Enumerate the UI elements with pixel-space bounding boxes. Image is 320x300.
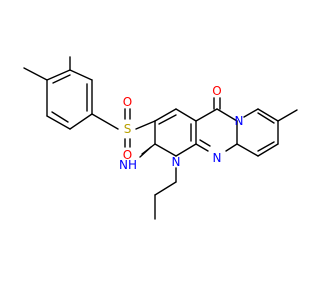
bond: [195, 108, 218, 122]
sulfonyl-oxygen-bottom: O: [123, 148, 132, 162]
carbonyl-oxygen: O: [212, 84, 221, 98]
molecule-structure-diagram: S O O O N N N NH: [0, 0, 300, 300]
bond: [257, 141, 275, 152]
bond: [46, 69, 71, 81]
bond: [199, 139, 211, 147]
bond: [175, 108, 197, 122]
bond: [225, 143, 238, 152]
background: [0, 0, 300, 300]
bond: [69, 69, 93, 81]
bond: [158, 114, 177, 125]
ring-nitrogen-right: N: [235, 114, 244, 128]
sulfonyl-oxygen-top: O: [123, 95, 132, 109]
ring-nitrogen-center: N: [213, 151, 222, 165]
bond: [257, 108, 279, 122]
bond: [243, 108, 259, 118]
bond: [277, 109, 298, 122]
sulfur-atom: S: [124, 122, 132, 136]
ring-nitrogen-left: N: [172, 155, 181, 169]
bond: [135, 120, 156, 130]
bond: [195, 143, 209, 152]
bond: [216, 108, 238, 122]
bond: [257, 143, 279, 157]
bond: [23, 67, 48, 81]
bond: [154, 108, 177, 122]
atom-labels: S O O O N N N NH: [119, 84, 243, 172]
imine-nh: NH: [119, 158, 137, 172]
bond: [175, 143, 197, 157]
bond: [69, 113, 93, 130]
bond: [91, 113, 119, 130]
bond: [139, 146, 152, 158]
bond: [236, 143, 259, 157]
bond-lines: [23, 56, 298, 220]
bond: [257, 112, 275, 124]
bond: [46, 115, 71, 130]
bond: [52, 74, 71, 84]
bond: [51, 111, 69, 123]
bond: [154, 143, 177, 157]
bond: [154, 181, 177, 196]
